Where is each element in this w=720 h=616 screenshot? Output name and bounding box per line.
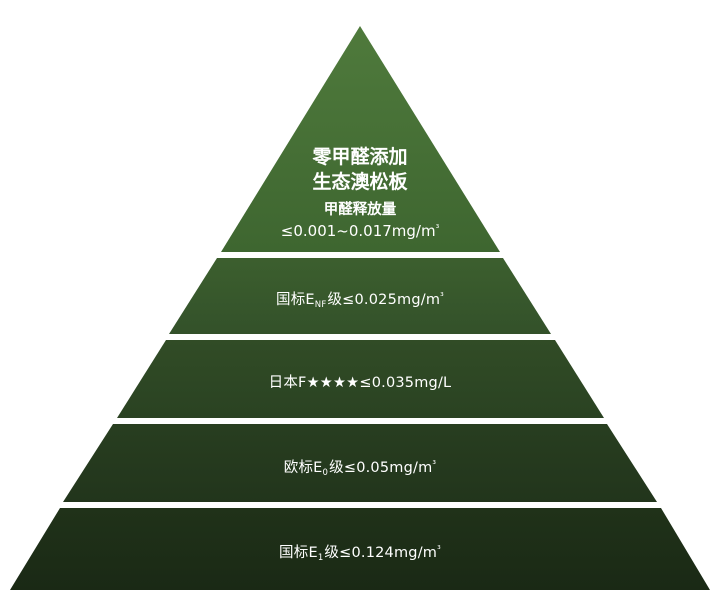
top-title-line-1: 零甲醛添加 xyxy=(312,146,408,168)
tier-3-superscript: ³ xyxy=(432,460,437,470)
pyramid-tier-3 xyxy=(63,424,657,502)
top-range-unit-superscript: ³ xyxy=(435,224,440,234)
tier-4-subscript: 1 xyxy=(317,553,324,563)
tier-1-label: 国标ENF级≤0.025mg/m³ xyxy=(0,288,720,310)
pyramid-tier-2 xyxy=(117,340,604,418)
tier-3-prefix: 欧标E xyxy=(283,460,323,476)
pyramid-top-section xyxy=(221,26,500,252)
tier-1-subscript: NF xyxy=(314,300,327,310)
top-range-value: ≤0.001~0.017mg/m xyxy=(280,222,436,240)
top-subtitle: 甲醛释放量 xyxy=(323,202,397,218)
tier-4-superscript: ³ xyxy=(437,545,441,555)
tier-1-prefix: 国标E xyxy=(276,292,315,308)
pyramid-tier-1 xyxy=(169,258,551,334)
tier-3-value: 级≤0.05mg/m xyxy=(329,460,433,476)
tier-1-value: 级≤0.025mg/m xyxy=(327,292,441,308)
tier-4-prefix: 国标E xyxy=(279,545,318,561)
tier-3-subscript: 0 xyxy=(322,468,329,478)
top-title-line-2: 生态澳松板 xyxy=(312,171,408,193)
tier-4-value: 级≤0.124mg/m xyxy=(324,545,438,561)
top-emission-range: ≤0.001~0.017mg/m³ xyxy=(0,222,720,240)
tier-1-superscript: ³ xyxy=(440,292,444,302)
pyramid-tier-4 xyxy=(10,508,710,590)
tier-2-label: 日本F★★★★≤0.035mg/L xyxy=(0,371,720,392)
tier-4-label: 国标E1级≤0.124mg/m³ xyxy=(0,541,720,563)
tier-3-label: 欧标E0级≤0.05mg/m³ xyxy=(0,456,720,478)
tier-2-prefix: 日本F★★★★≤0.035mg/L xyxy=(268,375,452,391)
